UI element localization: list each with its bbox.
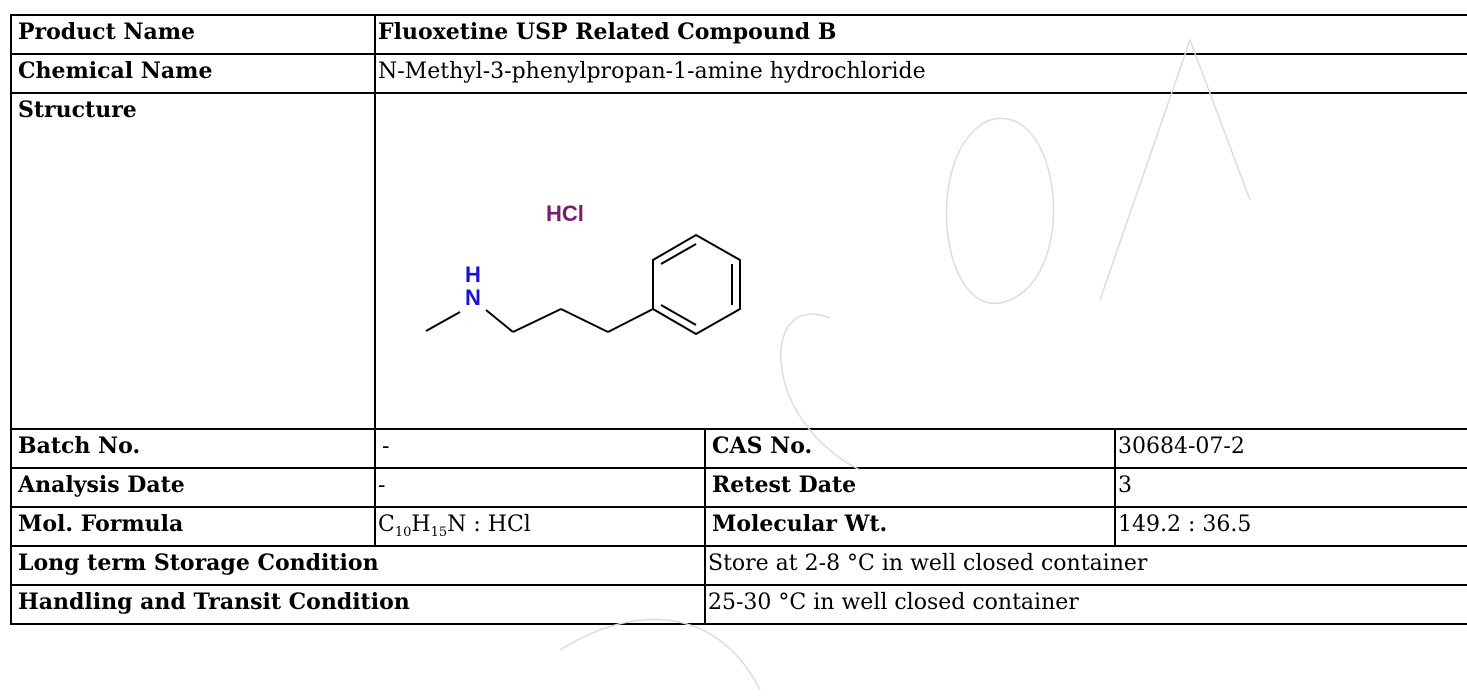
c1-c2-bond <box>512 308 562 333</box>
row-formula-molwt: Mol. Formula C10H15N : HCl Molecular Wt.… <box>10 506 1467 547</box>
analysis-date-value: - <box>374 467 706 508</box>
molecular-wt-label: Molecular Wt. <box>704 506 1116 547</box>
batch-no-label: Batch No. <box>10 428 376 469</box>
molecule-bonds <box>425 233 741 336</box>
ring-double-bond-1 <box>660 243 697 265</box>
formula-h-subscript: 15 <box>430 525 448 540</box>
chemical-name-value: N-Methyl-3-phenylpropan-1-amine hydrochl… <box>374 53 1467 94</box>
row-product-name: Product Name Fluoxetine USP Related Comp… <box>10 14 1467 55</box>
structure-label: Structure <box>10 92 376 430</box>
row-structure: Structure HCl H N <box>10 92 1467 430</box>
row-batch-cas: Batch No. - CAS No. 30684-07-2 <box>10 428 1467 469</box>
batch-no-value: - <box>374 428 706 469</box>
row-handling: Handling and Transit Condition 25-30 °C … <box>10 584 1467 625</box>
formula-rest: N : HCl <box>447 512 531 537</box>
handling-condition-label: Handling and Transit Condition <box>10 584 706 625</box>
formula-c-subscript: 10 <box>394 525 412 540</box>
storage-condition-label: Long term Storage Condition <box>10 545 706 586</box>
watermark-stroke-lower <box>559 618 761 691</box>
mol-formula-label: Mol. Formula <box>10 506 376 547</box>
benzene-ring <box>652 233 741 336</box>
ring-double-bond-3 <box>660 304 697 326</box>
product-name-label: Product Name <box>10 14 376 55</box>
row-storage: Long term Storage Condition Store at 2-8… <box>10 545 1467 586</box>
structure-drawing-cell: HCl H N <box>374 92 1467 430</box>
product-name-value: Fluoxetine USP Related Compound B <box>374 14 1467 55</box>
chemical-structure-diagram: HCl H N <box>425 201 741 336</box>
storage-condition-value: Store at 2-8 °C in well closed container <box>704 545 1467 586</box>
amine-n-label: N <box>465 285 481 310</box>
retest-date-label: Retest Date <box>704 467 1116 508</box>
chemical-name-label: Chemical Name <box>10 53 376 94</box>
cas-no-value: 30684-07-2 <box>1114 428 1467 469</box>
mol-formula-value: C10H15N : HCl <box>374 506 706 547</box>
analysis-date-label: Analysis Date <box>10 467 376 508</box>
hcl-label: HCl <box>546 201 584 226</box>
formula-c: C <box>378 512 395 537</box>
n-c1-bond <box>485 309 514 333</box>
formula-h: H <box>411 512 431 537</box>
retest-date-value: 3 <box>1114 467 1467 508</box>
c3-ring-bond <box>607 308 654 333</box>
molecular-wt-value: 149.2 : 36.5 <box>1114 506 1467 547</box>
coa-table: Product Name Fluoxetine USP Related Comp… <box>10 14 1467 625</box>
c2-c3-bond <box>560 308 609 333</box>
amine-h-label: H <box>465 262 481 287</box>
row-analysis-retest: Analysis Date - Retest Date 3 <box>10 467 1467 508</box>
methyl-bond <box>425 311 461 332</box>
row-chemical-name: Chemical Name N-Methyl-3-phenylpropan-1-… <box>10 53 1467 94</box>
cas-no-label: CAS No. <box>704 428 1116 469</box>
handling-condition-value: 25-30 °C in well closed container <box>704 584 1467 625</box>
